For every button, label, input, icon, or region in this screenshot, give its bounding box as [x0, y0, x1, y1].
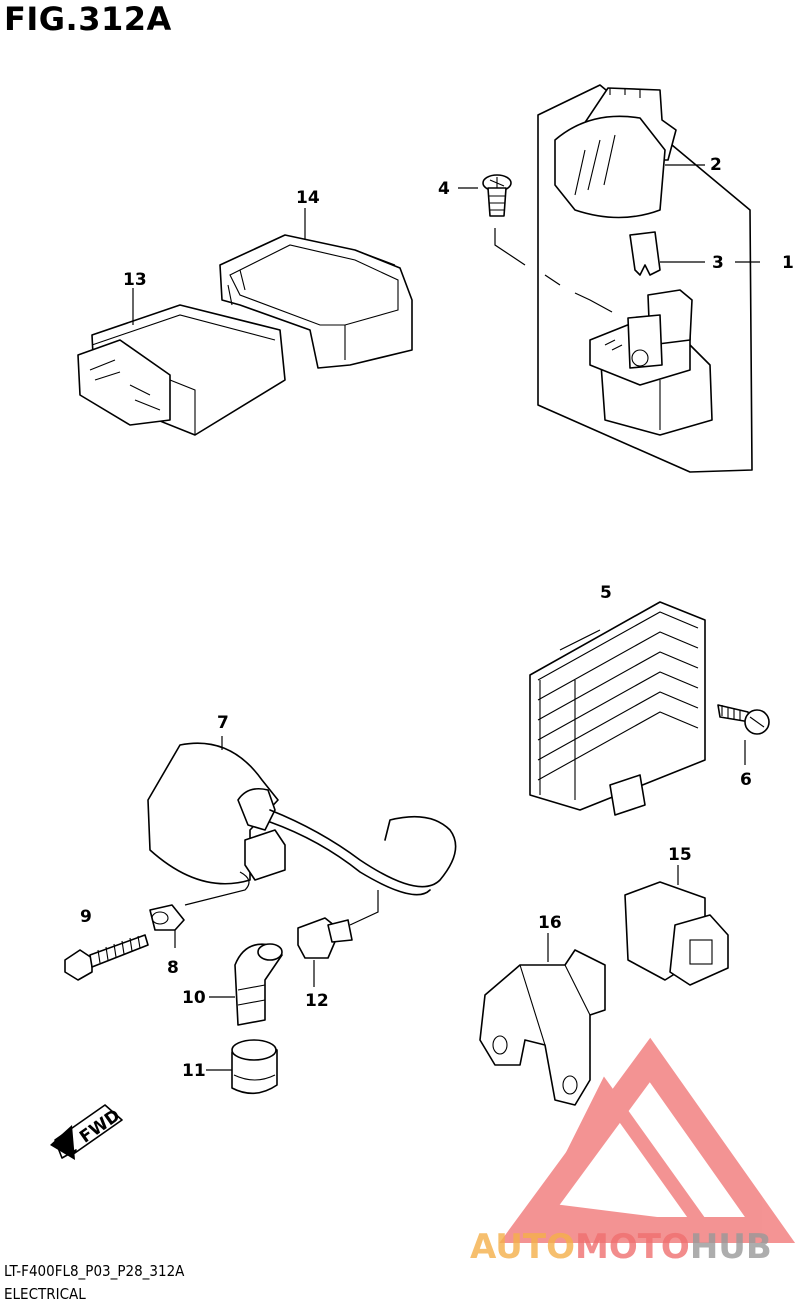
callout-5: 5 — [600, 583, 612, 603]
callout-6: 6 — [740, 770, 752, 790]
part-4-screw[interactable] — [482, 174, 512, 217]
callout-7: 7 — [217, 713, 229, 733]
watermark-wordmark: AUTOMOTOHUB — [470, 1227, 772, 1267]
leader-lines — [132, 164, 760, 1071]
watermark-part-auto: AUTO — [470, 1227, 575, 1267]
callout-1: 1 — [782, 253, 794, 273]
callout-12: 12 — [305, 991, 329, 1011]
part-14-ecm-cover[interactable] — [219, 234, 413, 369]
figure-name: ELECTRICAL — [4, 1285, 86, 1303]
part-6-bolt[interactable] — [717, 704, 770, 735]
figure-title: FIG.312A — [4, 0, 172, 38]
callout-13: 13 — [123, 270, 147, 290]
part-8-spacer[interactable] — [149, 904, 185, 931]
fwd-arrow-icon — [50, 1104, 123, 1160]
callout-11: 11 — [182, 1061, 206, 1081]
callout-10: 10 — [182, 988, 206, 1008]
watermark-part-hub: HUB — [690, 1227, 772, 1267]
part-2-relay-cover[interactable] — [554, 87, 677, 219]
callout-15: 15 — [668, 845, 692, 865]
part-9-bolt[interactable] — [64, 934, 149, 981]
figure-code: LT-F400FL8_P03_P28_312A — [4, 1262, 185, 1280]
part-15-connector[interactable] — [624, 881, 729, 986]
watermark-part-moto: MOTO — [575, 1227, 690, 1267]
callout-14: 14 — [296, 188, 320, 208]
part-16-bracket[interactable] — [479, 949, 606, 1106]
watermark-logo — [499, 1037, 796, 1243]
part-7-ignition-coil[interactable] — [147, 742, 457, 896]
assembly-1-frame — [537, 84, 753, 473]
callout-9: 9 — [80, 907, 92, 927]
part-5-regulator[interactable] — [529, 601, 706, 816]
part-11-cover[interactable] — [231, 1039, 278, 1095]
part-12-connector[interactable] — [297, 917, 353, 959]
part-10-plug-cap[interactable] — [234, 943, 283, 1026]
part-13-ecm[interactable] — [77, 304, 286, 436]
callout-16: 16 — [538, 913, 562, 933]
part-3-fuse[interactable] — [629, 231, 661, 276]
callout-3: 3 — [712, 253, 724, 273]
callout-4: 4 — [438, 179, 450, 199]
callout-2: 2 — [710, 155, 722, 175]
callout-8: 8 — [167, 958, 179, 978]
part-1-starter-relay[interactable] — [589, 289, 713, 436]
